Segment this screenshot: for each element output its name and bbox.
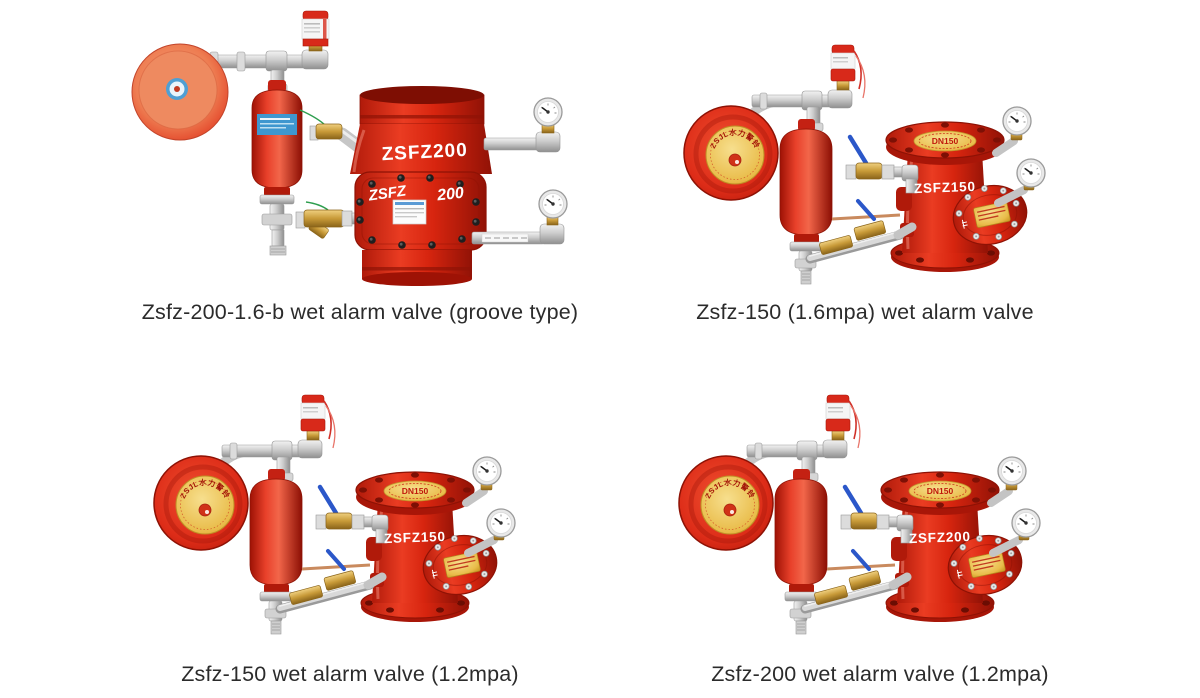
product-card-zsfz150-16[interactable]: ZSFZ150 Zsfz-150 (1.6mpa) wet alarm valv…	[640, 28, 1090, 326]
product-illustration	[684, 45, 1045, 284]
product-illustration	[679, 395, 1040, 634]
product-caption[interactable]: Zsfz-200-1.6-b wet alarm valve (groove t…	[141, 300, 579, 324]
product-caption[interactable]: Zsfz-200 wet alarm valve (1.2mpa)	[711, 662, 1049, 686]
cover-label-left: ZSFZ	[367, 182, 408, 204]
cover-label-right: 200	[435, 185, 464, 205]
valve-model-label: ZSFZ200	[909, 529, 971, 546]
product-card-zsfz200-groove[interactable]: ZSFZ200 ZSFZ 200 Zsfz-200-1.6-b wet alar…	[80, 6, 640, 326]
product-image: ZSFZ200 ZSFZ 200	[110, 6, 610, 290]
valve-emboss-label: ZSFZ200	[381, 140, 468, 165]
product-card-zsfz200-12[interactable]: ZSFZ200 Zsfz-200 wet alarm valve (1.2mpa…	[655, 378, 1105, 688]
product-image: ZSFZ200	[655, 378, 1095, 640]
product-image: ZSFZ150	[130, 378, 570, 640]
valve-model-label: ZSFZ150	[384, 529, 446, 546]
product-image: ZSFZ150	[660, 28, 1100, 290]
product-illustration	[154, 395, 515, 634]
valve-model-label: ZSFZ150	[914, 179, 976, 196]
product-card-zsfz150-12[interactable]: ZSFZ150 Zsfz-150 wet alarm valve (1.2mpa…	[130, 378, 570, 688]
product-illustration	[132, 11, 567, 286]
product-caption[interactable]: Zsfz-150 (1.6mpa) wet alarm valve	[696, 300, 1034, 324]
product-caption[interactable]: Zsfz-150 wet alarm valve (1.2mpa)	[181, 662, 519, 686]
